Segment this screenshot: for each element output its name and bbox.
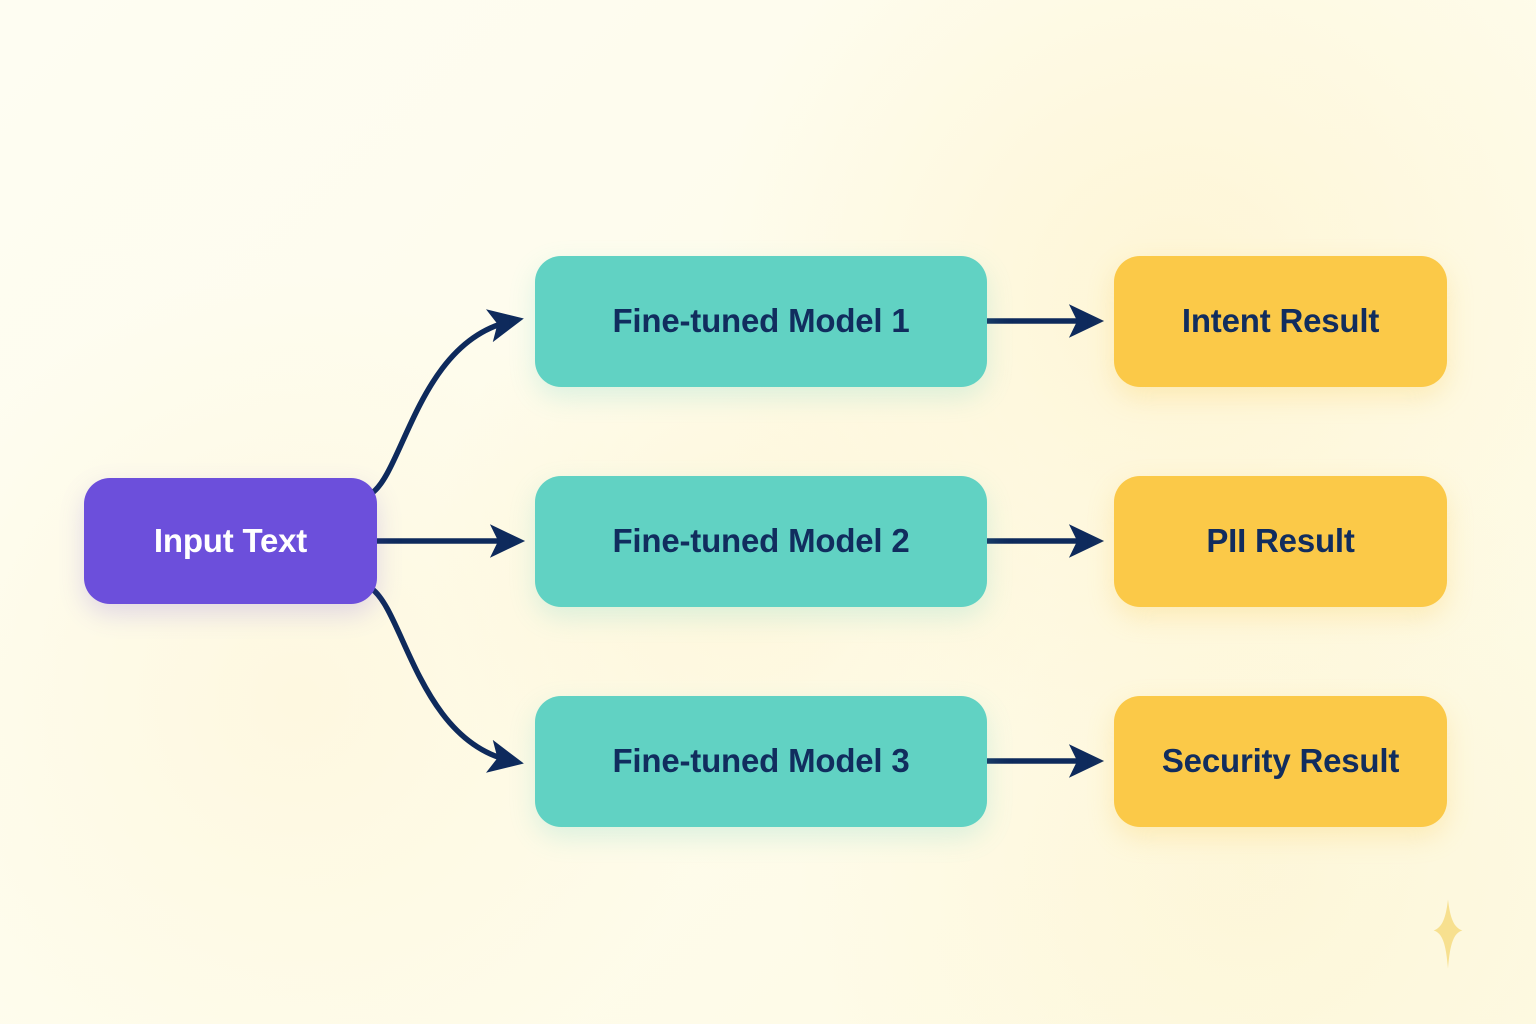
node-input-text-label: Input Text [153,521,308,559]
node-fine-tuned-model-2[interactable]: Fine-tuned Model 2 [535,476,987,607]
node-security-result[interactable]: Security Result [1114,696,1447,827]
node-fine-tuned-model-3-label: Fine-tuned Model 3 [612,742,910,780]
node-fine-tuned-model-1[interactable]: Fine-tuned Model 1 [535,256,987,387]
edge-input-to-model-1 [370,309,524,496]
node-fine-tuned-model-1-label: Fine-tuned Model 1 [612,302,910,340]
node-intent-result[interactable]: Intent Result [1114,256,1447,387]
edge-input-to-model-3 [370,586,524,773]
node-intent-result-label: Intent Result [1181,302,1380,340]
node-fine-tuned-model-3[interactable]: Fine-tuned Model 3 [535,696,987,827]
node-fine-tuned-model-2-label: Fine-tuned Model 2 [612,522,910,560]
node-pii-result[interactable]: PII Result [1114,476,1447,607]
node-input-text[interactable]: Input Text [84,478,377,604]
sparkle-icon [1433,899,1463,969]
node-pii-result-label: PII Result [1206,522,1355,560]
node-security-result-label: Security Result [1161,742,1400,780]
